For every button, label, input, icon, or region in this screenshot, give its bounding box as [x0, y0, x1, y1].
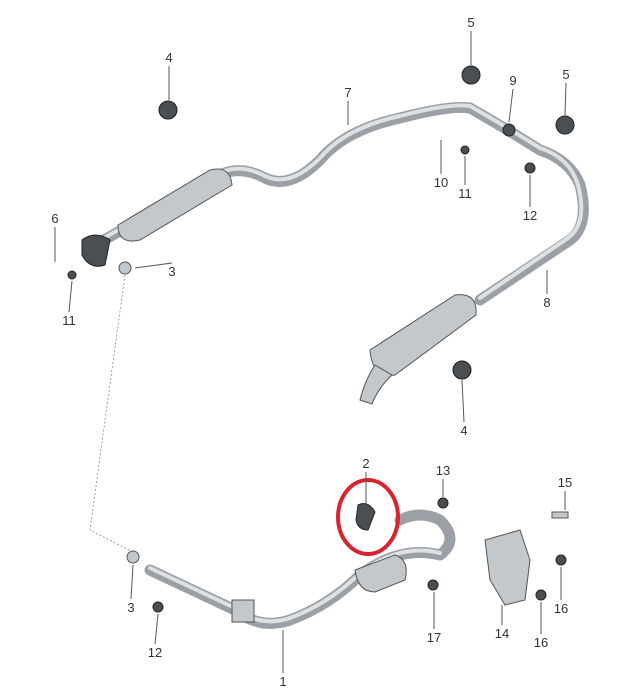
callout-leader-line — [130, 564, 134, 600]
callout-leader-line — [461, 379, 465, 423]
rear-exhaust-assembly — [81, 101, 589, 405]
callout-leader-line — [134, 262, 173, 269]
callout-label-part-13[interactable]: 13 — [436, 463, 450, 478]
callout-label-part-6[interactable]: 6 — [51, 211, 58, 226]
rear-muffler — [369, 294, 477, 376]
callout-label-part-7[interactable]: 7 — [344, 85, 351, 100]
front-flange — [81, 234, 111, 267]
callout-label-part-3[interactable]: 3 — [168, 264, 175, 279]
tailpipe — [359, 364, 393, 405]
callout-leader-line — [68, 280, 73, 313]
callout-label-part-1[interactable]: 1 — [279, 674, 286, 689]
callout-label-part-3[interactable]: 3 — [127, 600, 134, 615]
callout-label-part-9[interactable]: 9 — [509, 73, 516, 88]
callout-leader-line — [508, 88, 514, 123]
callout-label-part-5[interactable]: 5 — [562, 67, 569, 82]
callout-label-part-4[interactable]: 4 — [460, 423, 467, 438]
callout-label-part-11[interactable]: 11 — [62, 313, 76, 328]
callout-label-part-15[interactable]: 15 — [558, 475, 572, 490]
callout-label-part-8[interactable]: 8 — [543, 295, 550, 310]
bracket — [484, 529, 531, 606]
callout-label-part-12[interactable]: 12 — [148, 645, 162, 660]
callout-label-part-17[interactable]: 17 — [427, 630, 441, 645]
callout-leader-line — [564, 82, 567, 116]
callout-label-part-12[interactable]: 12 — [523, 208, 537, 223]
center-muffler — [117, 168, 233, 242]
callout-label-part-10[interactable]: 10 — [434, 175, 448, 190]
callout-leader-line — [154, 613, 159, 645]
callout-label-part-5[interactable]: 5 — [467, 15, 474, 30]
hardware — [67, 65, 575, 613]
pipe-joint — [231, 599, 255, 623]
front-exhaust-assembly — [144, 509, 531, 629]
callout-label-part-16[interactable]: 16 — [554, 601, 568, 616]
callout-label-part-16[interactable]: 16 — [534, 635, 548, 650]
callouts: 4 7 5 9 5 10 11 12 6 3 11 8 4 2 13 15 3 12 1 17 14 16 16 — [51, 15, 572, 689]
callout-label-part-2[interactable]: 2 — [362, 456, 369, 471]
gasket-part-2 — [355, 503, 376, 531]
callout-label-part-4[interactable]: 4 — [165, 50, 172, 65]
catalytic-converter — [354, 554, 407, 593]
callout-label-part-11[interactable]: 11 — [458, 186, 472, 201]
callout-label-part-14[interactable]: 14 — [495, 626, 509, 641]
highlight-circle — [336, 478, 400, 556]
